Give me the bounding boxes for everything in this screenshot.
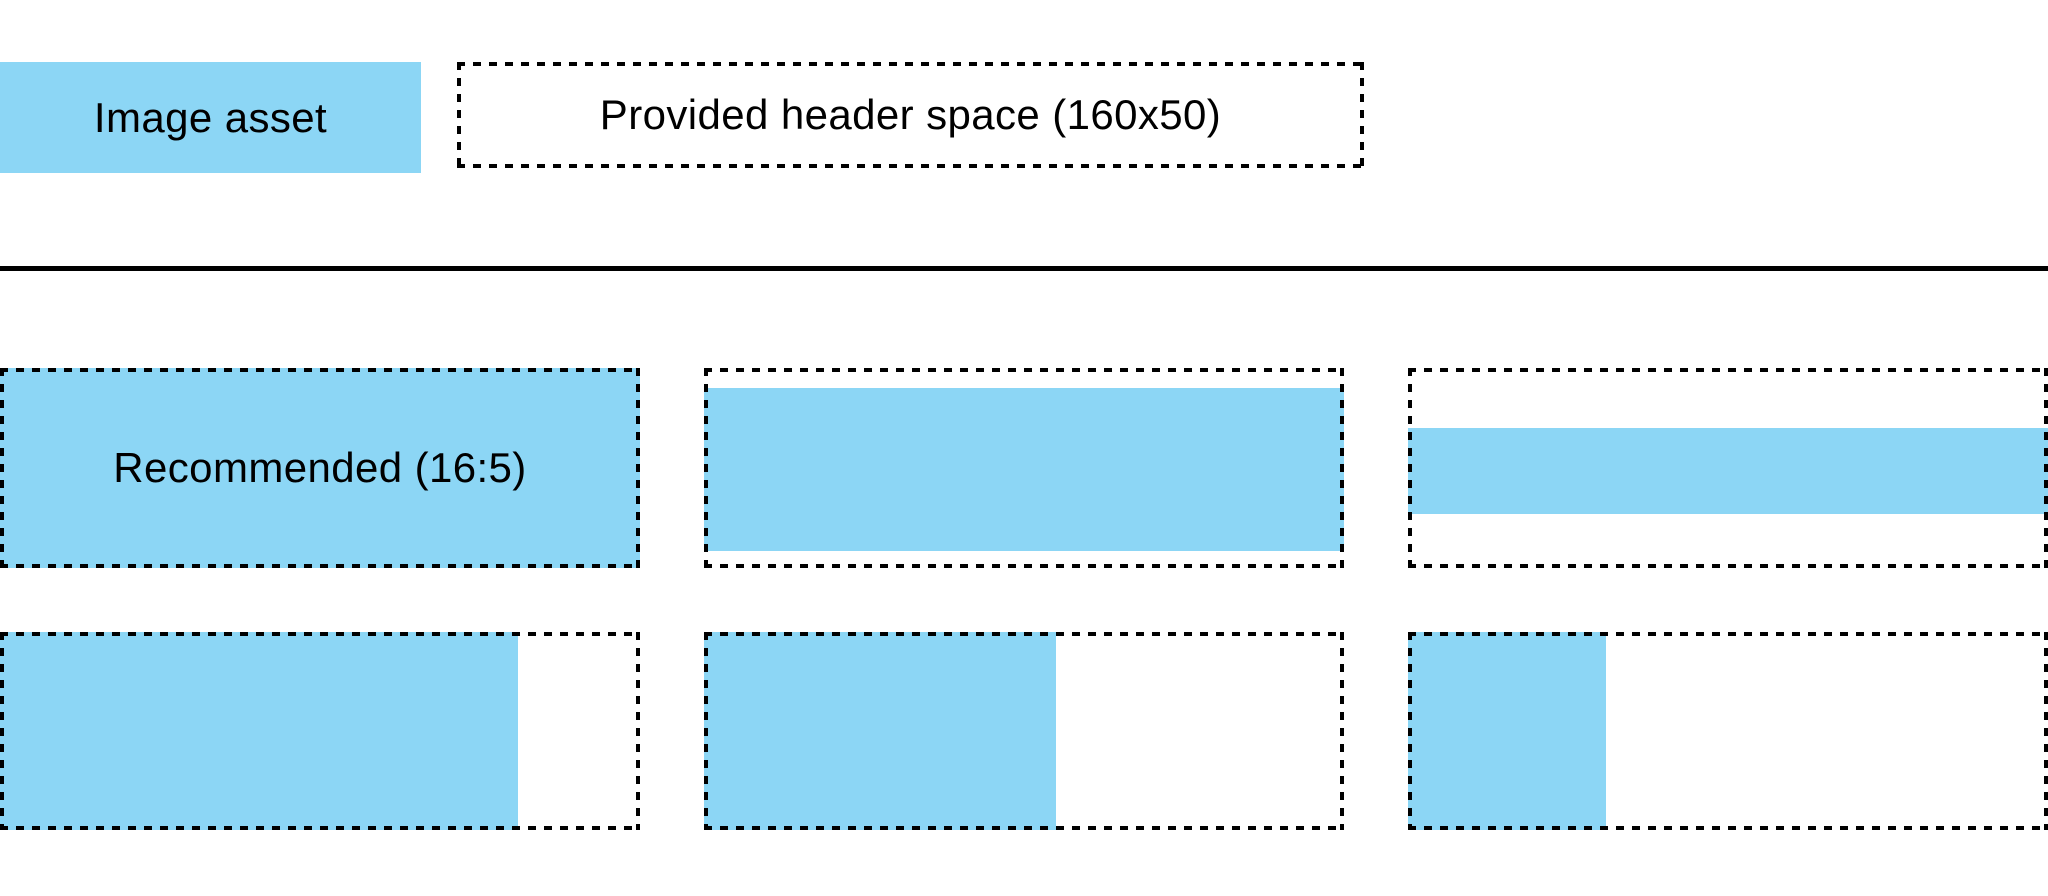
image-asset-fill xyxy=(704,632,1056,830)
legend-header-space-label: Provided header space (160x50) xyxy=(599,91,1222,138)
example-box-recommended: Recommended (16:5) xyxy=(0,368,640,568)
legend-header-space-box: Provided header space (160x50) xyxy=(457,62,1364,168)
example-box-full-width-tall xyxy=(704,368,1344,568)
legend-image-asset-swatch: Image asset xyxy=(0,62,421,173)
example-recommended-label: Recommended (16:5) xyxy=(113,444,527,491)
example-box-full-height-wide xyxy=(0,632,640,830)
image-asset-fill xyxy=(704,388,1344,551)
legend-image-asset-label: Image asset xyxy=(93,93,328,141)
image-asset-fill xyxy=(0,632,519,830)
section-divider-line xyxy=(0,266,2048,271)
image-asset-fill xyxy=(1408,632,1607,830)
example-box-full-height-narrow xyxy=(1408,632,2048,830)
image-asset-fill xyxy=(1408,428,2048,514)
example-box-full-height-medium xyxy=(704,632,1344,830)
example-box-full-width-band xyxy=(1408,368,2048,568)
